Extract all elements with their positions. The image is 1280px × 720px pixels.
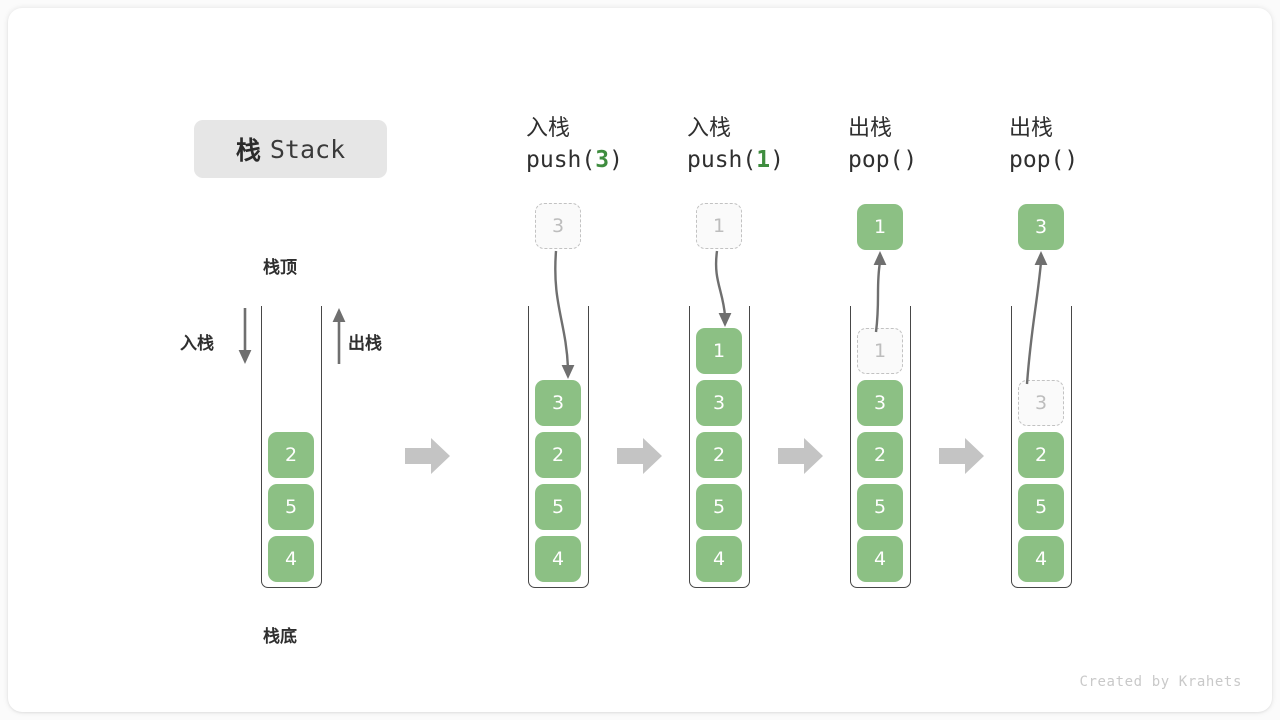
step-header: 入栈 push(1) (687, 114, 897, 176)
stack-top-label: 栈顶 (263, 258, 297, 278)
stack-cell: 4 (857, 536, 903, 582)
stack-cell: 5 (857, 484, 903, 530)
push-direction-arrow-icon (238, 308, 252, 364)
transition-arrow-2-icon (617, 438, 662, 474)
popped-element: 3 (1018, 204, 1064, 250)
stack-cell: 5 (535, 484, 581, 530)
stack-cell: 5 (1018, 484, 1064, 530)
code-suffix: ) (903, 147, 918, 173)
stack-cell: 2 (857, 432, 903, 478)
step-operation-code: push(3) (526, 144, 736, 176)
stack-container (528, 306, 589, 588)
stack-cell: 2 (696, 432, 742, 478)
push-direction-label: 入栈 (180, 334, 214, 354)
stack-cell: 4 (268, 536, 314, 582)
step-operation-code: pop() (848, 144, 1058, 176)
step-operation-label: 出栈 (1009, 116, 1054, 141)
stack-cell: 4 (535, 536, 581, 582)
stack-cell: 2 (1018, 432, 1064, 478)
code-prefix: pop( (1009, 147, 1065, 173)
title-cn: 栈 (235, 136, 261, 165)
stack-cell: 3 (857, 380, 903, 426)
stack-container-initial (261, 306, 322, 588)
code-suffix: ) (770, 147, 784, 173)
stack-cell: 3 (696, 380, 742, 426)
step-operation-label: 入栈 (687, 116, 732, 141)
code-suffix: ) (1064, 147, 1079, 173)
stack-container (850, 306, 911, 588)
stack-cell: 4 (696, 536, 742, 582)
step-operation-label: 入栈 (526, 116, 571, 141)
stack-cell: 4 (1018, 536, 1064, 582)
pop-direction-arrow-icon (332, 308, 346, 364)
title-en: Stack (269, 134, 346, 164)
pop-direction-label: 出栈 (348, 334, 382, 354)
incoming-element: 1 (696, 203, 742, 249)
transition-arrow-1-icon (405, 438, 450, 474)
stack-container (689, 306, 750, 588)
step-operation-code: push(1) (687, 144, 897, 176)
code-prefix: push( (526, 147, 596, 173)
stack-cell: 2 (535, 432, 581, 478)
stack-cell: 2 (268, 432, 314, 478)
step-header: 出栈 pop() (848, 114, 1058, 176)
stack-cell-ghost: 3 (1018, 380, 1064, 426)
stack-container (1011, 306, 1072, 588)
code-suffix: ) (609, 147, 623, 173)
credit-text: Created by Krahets (1079, 674, 1242, 690)
stack-bottom-label: 栈底 (263, 627, 297, 647)
step-header: 出栈 pop() (1009, 114, 1219, 176)
step-operation-label: 出栈 (848, 116, 893, 141)
transition-arrow-4-icon (939, 438, 984, 474)
popped-element: 1 (857, 204, 903, 250)
stack-cell: 1 (696, 328, 742, 374)
step-operation-code: pop() (1009, 144, 1219, 176)
code-prefix: pop( (848, 147, 904, 173)
step-header: 入栈 push(3) (526, 114, 736, 176)
transition-arrow-3-icon (778, 438, 823, 474)
stack-cell: 5 (268, 484, 314, 530)
code-argument: 3 (595, 147, 610, 173)
stack-cell: 5 (696, 484, 742, 530)
diagram-title: 栈 Stack (194, 120, 387, 178)
incoming-element: 3 (535, 203, 581, 249)
code-prefix: push( (687, 147, 757, 173)
stack-cell: 3 (535, 380, 581, 426)
stack-cell-ghost: 1 (857, 328, 903, 374)
code-argument: 1 (756, 147, 771, 173)
